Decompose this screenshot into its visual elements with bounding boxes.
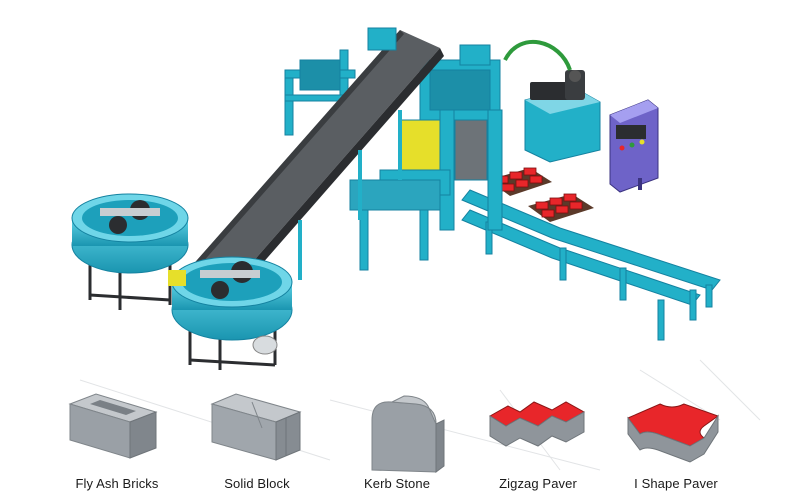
zigzag-paver-icon: [489, 401, 586, 447]
output-roller-conveyor: [461, 189, 721, 341]
solid-block-icon: [210, 393, 302, 461]
block-press-machine: [349, 44, 503, 271]
pan-mixer-left: [71, 193, 189, 310]
product-label-i-shape-paver: I Shape Paver: [634, 476, 718, 491]
hydraulic-power-pack: [503, 40, 601, 163]
inclined-belt-conveyor: [175, 27, 444, 340]
pan-mixer-right: [168, 256, 293, 370]
product-label-fly-ash-bricks: Fly Ash Bricks: [75, 476, 159, 491]
kerb-stone-icon: [371, 395, 445, 473]
product-label-kerb-stone: Kerb Stone: [363, 476, 431, 491]
fly-ash-brick-icon: [68, 393, 158, 459]
product-label-solid-block: Solid Block: [224, 476, 290, 491]
control-panel: [609, 99, 659, 193]
i-shape-paver-icon: [627, 403, 720, 463]
aggregate-feeder-frame: [284, 49, 356, 136]
product-label-zigzag-paver: Zigzag Paver: [499, 476, 577, 491]
